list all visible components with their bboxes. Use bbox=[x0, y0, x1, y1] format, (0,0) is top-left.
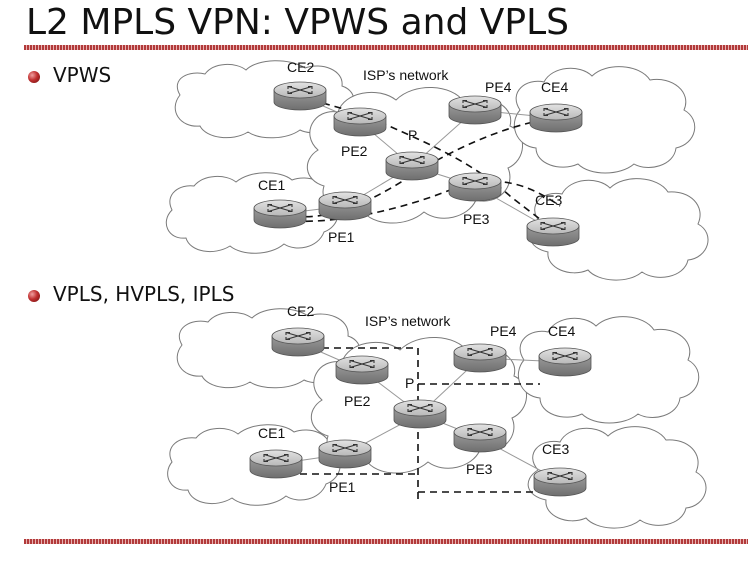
bullet-icon bbox=[28, 290, 40, 302]
router-pe4 bbox=[448, 95, 502, 125]
label-pe4: PE4 bbox=[490, 323, 517, 339]
router-pe3 bbox=[448, 172, 502, 202]
cloud-ce4-site bbox=[518, 316, 700, 424]
vpws-diagram: CE2 ISP’s network PE4 CE4 P PE2 CE1 CE3 … bbox=[165, 59, 709, 281]
label-pe3: PE3 bbox=[466, 461, 493, 477]
label-ce2: CE2 bbox=[287, 303, 314, 319]
router-ce3 bbox=[533, 467, 587, 497]
cloud-ce3-site bbox=[527, 426, 707, 529]
router-ce2 bbox=[273, 81, 327, 111]
cloud-ce1-site bbox=[165, 172, 339, 254]
label-pe3: PE3 bbox=[463, 211, 490, 227]
page-title: L2 MPLS VPN: VPWS and VPLS bbox=[26, 2, 570, 43]
router-pe4 bbox=[453, 343, 507, 373]
cloud-ce3-site bbox=[529, 178, 709, 281]
router-pe2 bbox=[335, 355, 389, 385]
label-pe1: PE1 bbox=[329, 479, 356, 495]
router-pe3 bbox=[453, 423, 507, 453]
isp-network-label: ISP’s network bbox=[365, 313, 451, 329]
router-ce1 bbox=[249, 449, 303, 479]
label-pe1: PE1 bbox=[328, 229, 355, 245]
label-p: P bbox=[405, 375, 414, 391]
label-pe4: PE4 bbox=[485, 79, 512, 95]
cloud-ce4-site bbox=[514, 66, 696, 174]
router-ce4 bbox=[529, 103, 583, 133]
isp-network-label: ISP’s network bbox=[363, 67, 449, 83]
router-ce4 bbox=[538, 347, 592, 377]
router-pe1 bbox=[318, 439, 372, 469]
router-ce1 bbox=[253, 199, 307, 229]
footer-divider bbox=[24, 539, 748, 544]
router-p bbox=[393, 399, 447, 429]
bullet-icon bbox=[28, 71, 40, 83]
router-ce2 bbox=[271, 327, 325, 357]
title-divider bbox=[24, 45, 748, 50]
label-ce1: CE1 bbox=[258, 425, 285, 441]
router-p bbox=[385, 151, 439, 181]
router-pe2 bbox=[333, 107, 387, 137]
label-pe2: PE2 bbox=[344, 393, 371, 409]
bullet-vpls: VPLS, HVPLS, IPLS bbox=[53, 282, 235, 306]
label-pe2: PE2 bbox=[341, 143, 368, 159]
label-ce3: CE3 bbox=[535, 192, 562, 208]
label-ce3: CE3 bbox=[542, 441, 569, 457]
label-ce4: CE4 bbox=[541, 79, 568, 95]
label-p: P bbox=[408, 127, 417, 143]
vpls-diagram: CE2 ISP’s network PE4 CE4 P PE2 CE1 CE3 … bbox=[167, 303, 707, 529]
router-ce3 bbox=[526, 217, 580, 247]
bullet-vpws: VPWS bbox=[53, 63, 112, 87]
label-ce4: CE4 bbox=[548, 323, 575, 339]
label-ce1: CE1 bbox=[258, 177, 285, 193]
label-ce2: CE2 bbox=[287, 59, 314, 75]
router-pe1 bbox=[318, 191, 372, 221]
